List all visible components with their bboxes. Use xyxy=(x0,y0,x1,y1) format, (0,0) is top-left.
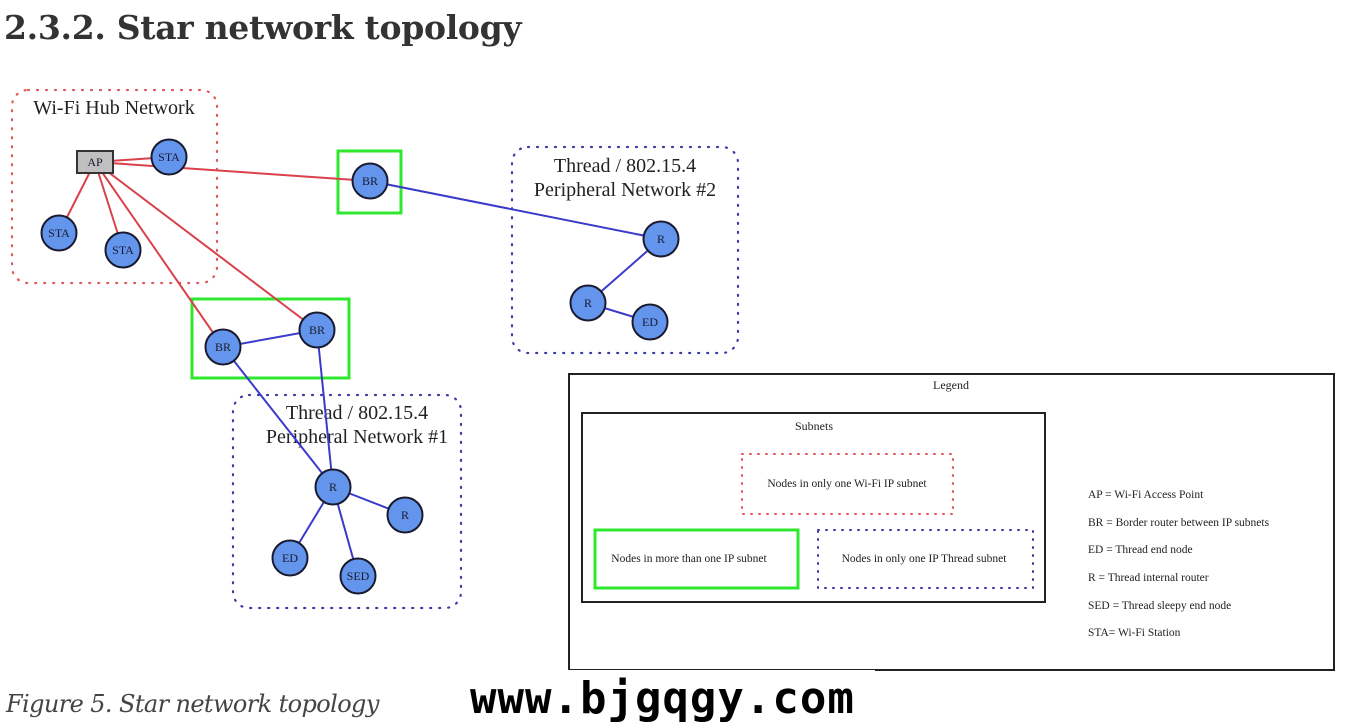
legend: Legend Subnets Nodes in only one Wi-Fi I… xyxy=(568,373,1335,671)
legend-abbrev-ed: ED = Thread end node xyxy=(1088,544,1193,556)
node-label: R xyxy=(584,296,592,310)
br-group-2 xyxy=(190,297,351,380)
node-shape xyxy=(76,150,114,174)
cluster-label: Peripheral Network #2 xyxy=(534,179,716,201)
legend-abbrev-br: BR = Border router between IP subnets xyxy=(1088,517,1270,529)
cluster-border xyxy=(231,393,463,610)
node-label: BR xyxy=(309,323,325,337)
legend-wifi-subnet-box xyxy=(741,453,954,515)
node-t2ed: ED xyxy=(631,303,669,341)
node-ap: AP xyxy=(76,150,114,174)
node-label: STA xyxy=(112,243,134,257)
node-label: BR xyxy=(215,340,231,354)
node-t1r1: R xyxy=(314,468,352,506)
cluster-label: Peripheral Network #1 xyxy=(266,426,448,448)
node-t1sed: SED xyxy=(339,557,377,595)
legend-title: Legend xyxy=(933,378,969,392)
legend-abbrev-sta: STA= Wi-Fi Station xyxy=(1088,627,1181,639)
node-shape xyxy=(631,303,669,341)
node-shape xyxy=(386,496,424,534)
legend-multi-subnet-box xyxy=(593,528,800,590)
legend-subnets-frame xyxy=(581,412,1046,603)
legend-multi-subnet-label: Nodes in more than one IP subnet xyxy=(611,553,767,565)
node-label: R xyxy=(401,508,409,522)
cluster-label: Wi-Fi Hub Network xyxy=(33,97,194,119)
node-t1ed: ED xyxy=(271,539,309,577)
node-t2r2: R xyxy=(569,284,607,322)
edge-br1-t2r1 xyxy=(369,180,662,240)
edge-ap-br3 xyxy=(94,161,318,331)
edge-br3-t1r1 xyxy=(316,329,334,488)
node-shape xyxy=(204,328,242,366)
legend-abbrev-r: R = Thread internal router xyxy=(1088,572,1209,584)
border-groups-layer xyxy=(190,149,403,380)
figure-caption: Figure 5. Star network topology xyxy=(6,690,379,718)
node-label: R xyxy=(657,232,665,246)
node-label: ED xyxy=(282,551,298,565)
nodes-layer: AP STA STA STA BR BR BR R R ED R R ED SED xyxy=(40,138,680,595)
node-shape xyxy=(271,539,309,577)
edge-br2-t1r1 xyxy=(222,346,334,488)
legend-abbrev-ap: AP = Wi-Fi Access Point xyxy=(1088,489,1204,501)
node-shape xyxy=(642,220,680,258)
legend-subnets-title: Subnets xyxy=(795,419,833,433)
node-label: R xyxy=(329,480,337,494)
edge-ap-br2 xyxy=(94,161,224,348)
cluster-wifi: Wi-Fi Hub Network xyxy=(10,88,219,285)
cluster-label: Thread / 802.15.4 xyxy=(554,155,696,177)
node-br1: BR xyxy=(351,162,389,200)
node-label: STA xyxy=(158,150,180,164)
node-t1r2: R xyxy=(386,496,424,534)
br-group-1 xyxy=(336,149,403,215)
node-shape xyxy=(298,311,336,349)
node-label: BR xyxy=(362,174,378,188)
legend-thread-subnet-label: Nodes in only one IP Thread subnet xyxy=(842,553,1008,565)
node-shape xyxy=(351,162,389,200)
node-shape xyxy=(569,284,607,322)
cluster-border xyxy=(510,145,740,355)
legend-abbrev-sed: SED = Thread sleepy end node xyxy=(1088,600,1231,612)
node-br3: BR xyxy=(298,311,336,349)
watermark: www.bjgqgy.com xyxy=(470,670,875,727)
cluster-border xyxy=(10,88,219,285)
node-br2: BR xyxy=(204,328,242,366)
legend-abbreviations: AP = Wi-Fi Access Point BR = Border rout… xyxy=(1088,489,1270,639)
node-label: SED xyxy=(347,569,370,583)
section-heading: 2.3.2. Star network topology xyxy=(4,8,522,47)
node-sta2: STA xyxy=(40,214,78,252)
node-shape xyxy=(40,214,78,252)
node-sta1: STA xyxy=(150,138,188,176)
node-shape xyxy=(104,231,142,269)
node-t2r1: R xyxy=(642,220,680,258)
cluster-label: Thread / 802.15.4 xyxy=(286,402,428,424)
node-shape xyxy=(150,138,188,176)
node-label: STA xyxy=(48,226,70,240)
node-label: AP xyxy=(87,155,103,169)
node-sta3: STA xyxy=(104,231,142,269)
node-label: ED xyxy=(642,315,658,329)
node-shape xyxy=(314,468,352,506)
node-shape xyxy=(339,557,377,595)
edge-ap-br1 xyxy=(94,161,371,182)
legend-wifi-subnet-label: Nodes in only one Wi-Fi IP subnet xyxy=(767,478,927,490)
